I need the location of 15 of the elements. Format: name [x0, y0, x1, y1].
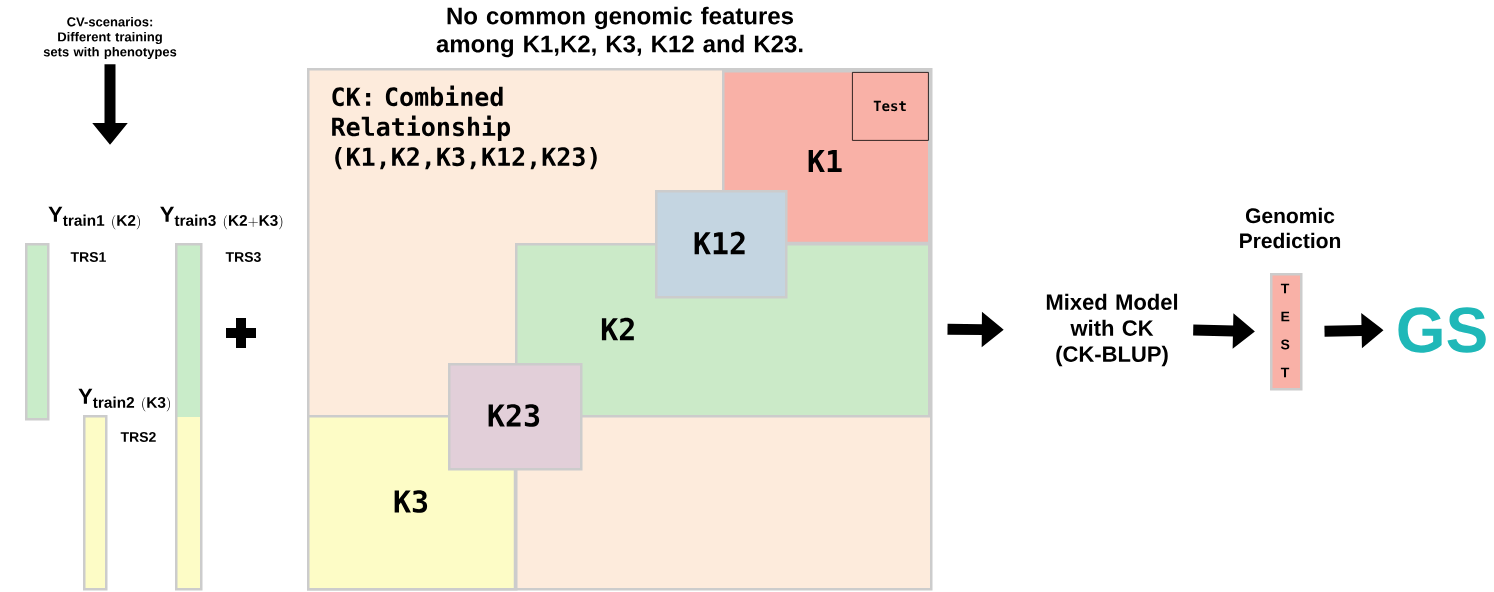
set-label: $\mathbf{Y}_{\mathbf{train3\ (K2+K3)}}$	[160, 206, 283, 230]
text-label: GS	[1398, 307, 1486, 353]
title: No common genomic features among K1,K2, K3, K12 and K23.	[436, 6, 803, 58]
prediction-bar: T E S T	[1270, 273, 1303, 391]
set-name: TRS1	[70, 252, 106, 262]
set-label: $\mathbf{Y}_{\mathbf{train1\ (K2)}}$	[48, 206, 140, 230]
set-label: $\mathbf{Y}_{\mathbf{train2\ (K3)}}$	[78, 388, 170, 412]
text-label: CV-scenarios: Different training sets with phenotypes	[43, 16, 177, 60]
set-name: TRS3	[225, 252, 261, 262]
text-label: Mixed Model with CK (CK-BLUP)	[1046, 293, 1178, 367]
set-name: TRS2	[120, 432, 156, 442]
matrix-block: K12	[655, 190, 788, 299]
heading: Genomic Prediction	[1240, 207, 1341, 249]
matrix-block: K23	[448, 363, 583, 471]
matrix-block: Test	[852, 72, 929, 141]
